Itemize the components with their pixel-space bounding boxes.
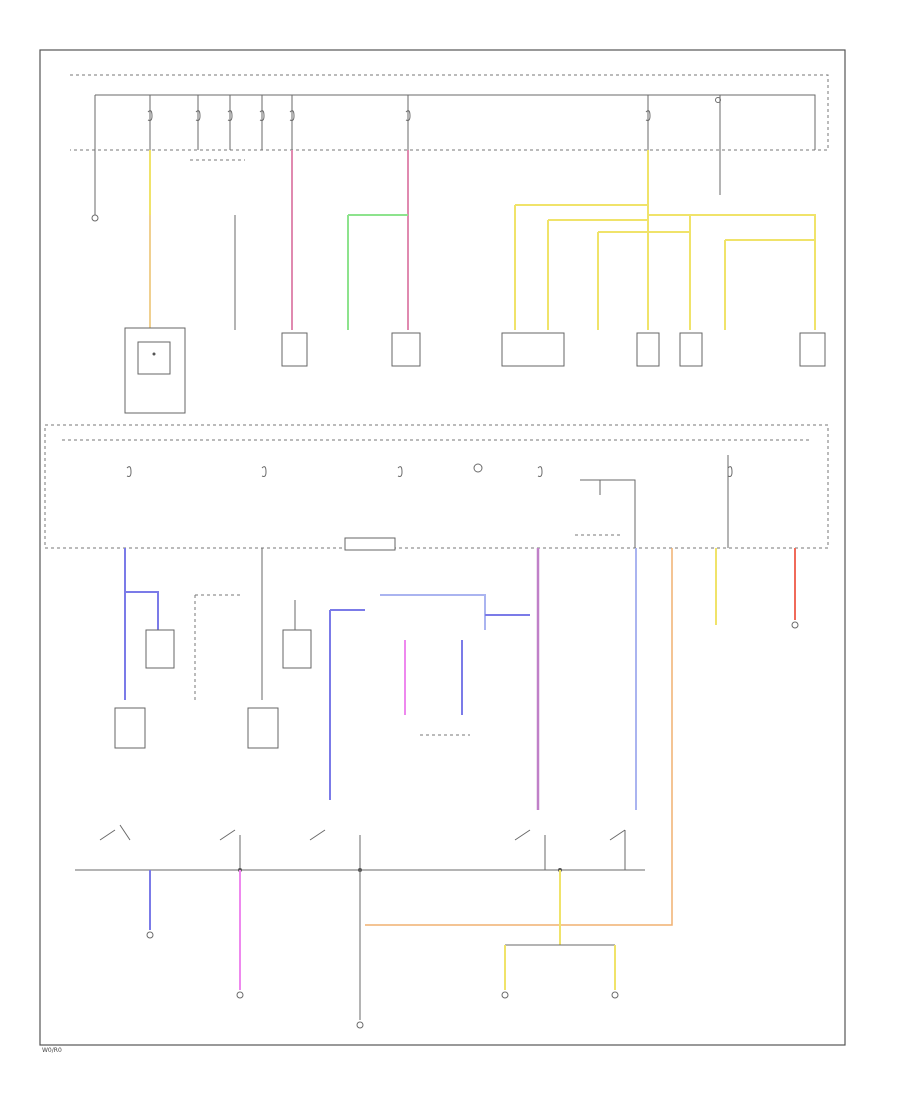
upper-wires xyxy=(91,150,816,330)
footer-code: W0/R0 xyxy=(42,1047,62,1054)
ground-symbol xyxy=(473,463,483,473)
lower-components xyxy=(114,594,312,749)
fuse-symbols xyxy=(147,110,651,121)
lower-fuse-symbols xyxy=(126,466,733,477)
upper-components xyxy=(124,327,826,414)
connector-box xyxy=(344,537,396,551)
lower-wires xyxy=(124,548,799,926)
fusible-link-icon xyxy=(715,97,721,103)
ignition-switch xyxy=(75,824,645,872)
lower-fuse-box xyxy=(44,424,829,551)
bottom-wires xyxy=(146,870,619,1029)
diagram-border xyxy=(39,49,846,1046)
upper-fuse-box xyxy=(70,74,829,161)
